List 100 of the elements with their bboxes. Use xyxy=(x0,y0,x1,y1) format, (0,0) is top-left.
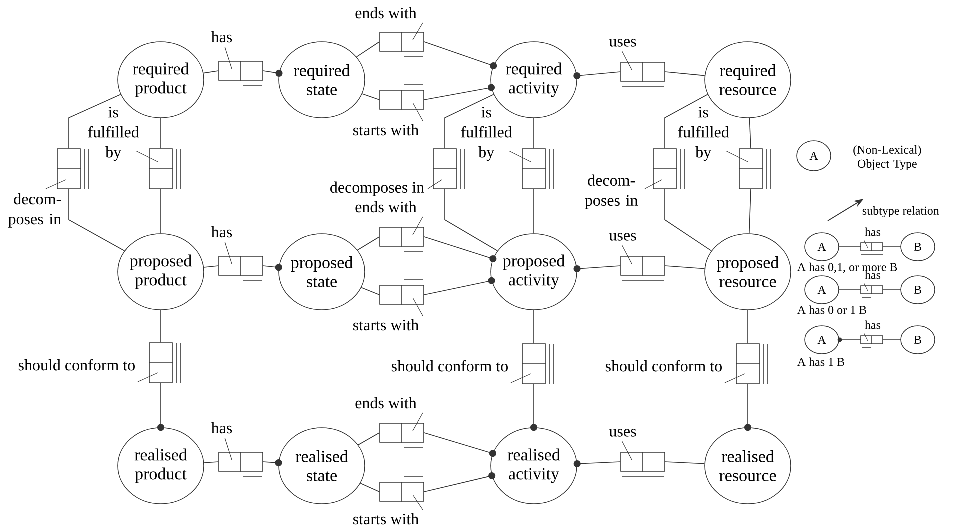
role-label: should conform to xyxy=(606,360,722,372)
role-label: decomposes in xyxy=(330,182,424,196)
connector xyxy=(574,72,621,80)
role-label: uses xyxy=(609,39,636,47)
leader-line xyxy=(724,374,746,384)
connector xyxy=(749,118,752,149)
leader-line xyxy=(138,372,158,382)
role-box xyxy=(380,422,424,448)
role-label: uses xyxy=(609,429,636,437)
connector xyxy=(263,264,282,272)
role-label: ends with xyxy=(356,7,417,19)
role-box xyxy=(736,344,768,384)
leader-line xyxy=(412,494,424,510)
connector xyxy=(574,460,621,468)
connector xyxy=(158,383,164,432)
role-box xyxy=(380,226,424,252)
connector xyxy=(664,94,708,149)
label: has xyxy=(865,270,881,280)
connector xyxy=(204,266,219,268)
role-label: has xyxy=(212,31,232,43)
connector xyxy=(358,432,380,446)
connector xyxy=(665,462,706,464)
role-label: should conform to xyxy=(392,360,508,372)
connector xyxy=(68,94,122,149)
connector xyxy=(160,189,162,234)
connector xyxy=(160,118,162,149)
role-box xyxy=(620,452,666,478)
label: B xyxy=(914,336,922,344)
leader-line xyxy=(428,180,442,190)
connector xyxy=(424,236,497,262)
label: has xyxy=(865,320,881,330)
label: A xyxy=(818,336,826,344)
role-label: ends with xyxy=(356,397,417,409)
leader-line xyxy=(644,180,662,190)
role-box xyxy=(620,62,666,88)
role-box xyxy=(380,280,424,306)
legend-text: (Non-Lexical) Object Type xyxy=(854,146,922,170)
legend-text: A has 1 B xyxy=(798,358,844,366)
connector xyxy=(424,84,495,100)
role-box xyxy=(522,344,554,384)
leader-line xyxy=(622,50,632,70)
role-box xyxy=(620,256,666,282)
leader-line xyxy=(412,22,424,40)
connector xyxy=(574,266,621,272)
role-label: starts with xyxy=(354,124,419,136)
leader-line xyxy=(412,216,424,236)
connector xyxy=(356,42,380,58)
legend-text: subtype relation xyxy=(862,206,940,218)
connector xyxy=(357,236,380,251)
leader-line xyxy=(224,242,232,264)
leader-line xyxy=(510,374,532,384)
role-box xyxy=(380,84,424,110)
legend-text: A has 0 or 1 B xyxy=(798,306,866,314)
legend-sample-drawing: A B has xyxy=(804,228,936,262)
connector xyxy=(362,94,380,100)
role-box xyxy=(380,476,424,502)
leader-line xyxy=(224,46,232,70)
connector xyxy=(424,472,496,492)
label: has xyxy=(865,228,881,236)
role-box xyxy=(148,342,182,384)
connector xyxy=(664,189,712,252)
leader-line xyxy=(412,298,424,316)
role-label: has xyxy=(212,226,232,238)
leader-line xyxy=(224,438,232,460)
connector xyxy=(204,462,219,464)
role-label: starts with xyxy=(354,513,419,525)
role-box xyxy=(218,60,264,86)
role-box xyxy=(218,452,264,478)
connector xyxy=(263,70,283,77)
role-box xyxy=(652,148,686,190)
connector xyxy=(203,70,219,74)
role-label: should conform to xyxy=(18,359,135,371)
role-box xyxy=(380,32,424,58)
role-label: has xyxy=(212,422,232,434)
label: B xyxy=(914,243,922,251)
leader-line xyxy=(412,412,424,432)
role-box xyxy=(738,148,772,190)
role-box xyxy=(56,148,90,190)
connector xyxy=(424,42,498,70)
connector xyxy=(424,432,496,458)
connector xyxy=(360,483,380,492)
role-box xyxy=(522,148,554,190)
connector xyxy=(530,384,538,432)
role-box xyxy=(148,148,182,190)
role-label: is fulfilled by xyxy=(678,107,730,162)
leader-line xyxy=(508,150,532,162)
connector xyxy=(744,384,752,432)
connector xyxy=(444,94,494,149)
connector xyxy=(361,287,380,296)
leader-line xyxy=(726,150,748,162)
role-label: decom- poses in xyxy=(585,174,638,210)
label: A xyxy=(818,286,826,294)
role-label: uses xyxy=(609,233,636,241)
connector xyxy=(160,310,162,343)
label: A xyxy=(818,243,826,251)
leader-line xyxy=(622,440,632,460)
leader-line xyxy=(412,102,424,122)
leader-line xyxy=(46,180,66,190)
leader-line xyxy=(622,244,632,264)
connector xyxy=(665,266,706,270)
